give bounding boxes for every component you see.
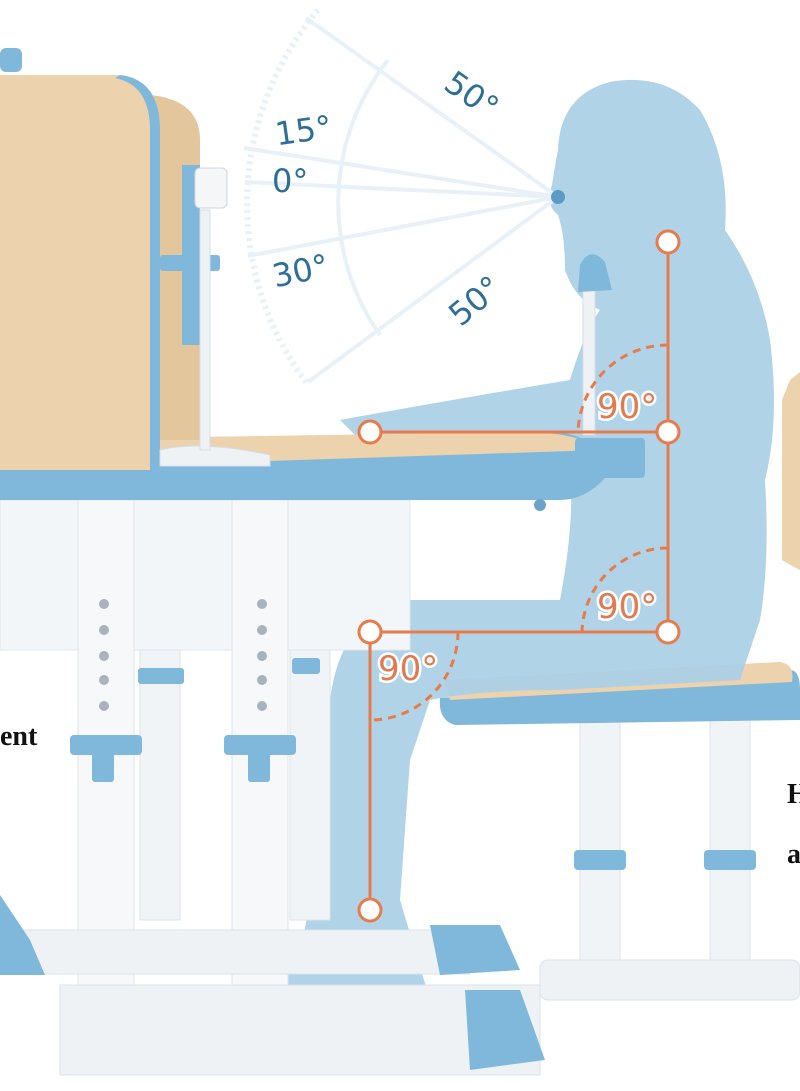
joint-knee — [357, 619, 383, 645]
desk — [0, 48, 645, 1076]
angle-label-lower-30: 30° — [269, 246, 332, 295]
elbow-angle-label: 90° — [597, 387, 657, 427]
desk-clamp — [575, 438, 645, 478]
desk-foot-front — [465, 990, 545, 1070]
desk-rear-leg-left — [139, 649, 181, 921]
eye-point — [551, 190, 565, 204]
fan-arc-outer — [244, 8, 321, 387]
fan-rays — [243, 16, 560, 384]
desk-leg-holes-left — [99, 599, 109, 711]
joint-shoulder — [655, 229, 681, 255]
fan-arc-inner — [336, 58, 390, 337]
side-text-right-1: H — [787, 779, 800, 810]
pen-stand-head — [578, 254, 612, 292]
hip-angle-label: 90° — [597, 587, 657, 627]
bookshelf-cap — [0, 48, 22, 72]
joint-hand — [357, 419, 383, 445]
chair-clip-right — [704, 850, 756, 870]
hip-angle-arc — [580, 546, 669, 633]
desk-base-front — [59, 984, 541, 1076]
desk-foot-right — [430, 925, 520, 975]
desk-knob — [534, 499, 546, 511]
desk-leg-holes-right — [257, 599, 267, 711]
elbow-angle-arc — [576, 343, 669, 433]
desk-base-bar — [0, 929, 471, 975]
bookshelf-edge — [115, 75, 160, 470]
bookshelf-front — [0, 75, 160, 470]
chair-backrest — [782, 372, 800, 570]
chair-base — [539, 959, 800, 1001]
angle-label-zero: 0° — [272, 162, 308, 200]
side-text-right-2: a — [787, 839, 800, 870]
side-text-left: ent — [0, 721, 38, 752]
lamp-base — [159, 445, 271, 467]
lamp-pole — [199, 209, 211, 451]
knee-angle-label: 90° — [378, 649, 438, 689]
joint-foot — [357, 897, 383, 923]
pen-stand-pole — [582, 289, 596, 436]
desk-leg-clip-left — [70, 735, 142, 755]
desk-rear-clip-right — [292, 658, 320, 674]
chair-clip-left — [574, 850, 626, 870]
joint-elbow — [655, 419, 681, 445]
desk-leg-tab-left — [92, 752, 114, 782]
book-holder-arm — [160, 255, 220, 271]
desk-leg-tab-right — [248, 752, 270, 782]
book-holder-clip — [194, 167, 228, 209]
desk-leg-clip-right — [224, 735, 296, 755]
desk-foot-left — [0, 895, 45, 975]
desk-rear-clip-left — [138, 668, 184, 684]
angle-label-upper-15: 15° — [273, 108, 334, 154]
posture-joints — [357, 229, 681, 923]
joint-hip — [655, 619, 681, 645]
desk-rear-leg-right — [289, 649, 331, 921]
knee-angle-arc — [369, 631, 460, 722]
viewing-angle-fan — [243, 8, 565, 387]
desk-drawer — [0, 499, 411, 651]
